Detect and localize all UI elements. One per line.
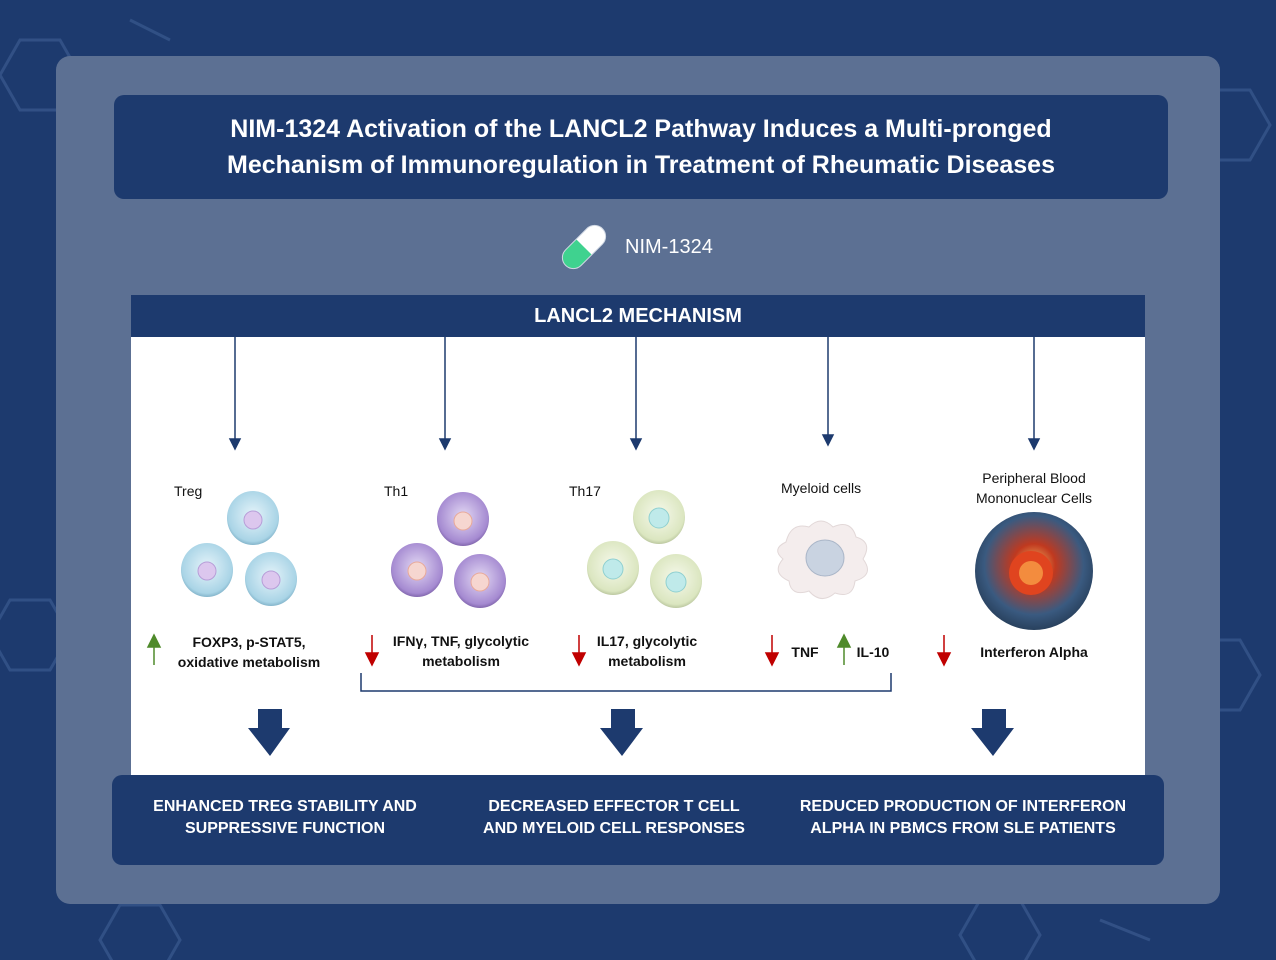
cell-label-th1: Th1 [384, 483, 409, 499]
effector-bracket [360, 673, 892, 692]
arrow-to-pbmc [1027, 337, 1041, 451]
effect-pbmc: Interferon Alpha [980, 644, 1088, 660]
page-title: NIM-1324 Activation of the LANCL2 Pathwa… [114, 95, 1168, 199]
outcome-treg-line-2: SUPPRESSIVE FUNCTION [184, 820, 386, 837]
effect-myeloid-il10: IL-10 [856, 644, 890, 660]
drug-row: NIM-1324 [555, 218, 713, 276]
arrow-to-myeloid [821, 337, 835, 447]
drug-label: NIM-1324 [625, 235, 713, 258]
title-line-1: NIM-1324 Activation of the LANCL2 Pathwa… [230, 115, 1052, 143]
down-arrow-th1 [364, 635, 380, 667]
th1-cell-cluster [391, 492, 506, 608]
effect-th17-line-1: IL17, glycolytic [596, 633, 698, 649]
effect-th17: IL17, glycolytic metabolism [587, 631, 707, 671]
pbmc-label-line-1: Peripheral Blood [982, 470, 1086, 486]
outcome-effector-line-1: DECREASED EFFECTOR T CELL [488, 798, 740, 815]
effect-th1-line-2: metabolism [422, 653, 500, 669]
title-line-2: Mechanism of Immunoregulation in Treatme… [227, 151, 1055, 179]
arrow-to-th17 [629, 337, 643, 451]
mechanism-body: Treg Th1 Th17 Myeloid cells Peripheral B… [131, 337, 1145, 777]
arrow-to-treg [228, 337, 242, 451]
effect-th1-line-1: IFNγ, TNF, glycolytic [392, 633, 530, 649]
effect-th17-line-2: metabolism [608, 653, 686, 669]
effect-treg-line-2: oxidative metabolism [177, 654, 321, 670]
outcome-arrow-3 [971, 709, 1014, 756]
capsule-icon [561, 224, 607, 270]
outcome-interferon-line-2: ALPHA IN PBMCS FROM SLE PATIENTS [810, 820, 1116, 837]
down-arrow-tnf [764, 635, 780, 667]
pbmc-label-line-2: Mononuclear Cells [976, 490, 1092, 506]
effect-treg: FOXP3, p-STAT5, oxidative metabolism [167, 632, 331, 672]
outcome-treg-line-1: ENHANCED TREG STABILITY AND [153, 798, 417, 815]
pbmc-image [975, 512, 1093, 630]
mechanism-header: LANCL2 MECHANISM [131, 295, 1145, 337]
up-arrow-treg [146, 633, 162, 665]
effect-myeloid-tnf: TNF [791, 644, 819, 660]
effect-treg-line-1: FOXP3, p-STAT5, [192, 634, 306, 650]
down-arrow-pbmc [936, 635, 952, 667]
up-arrow-il10 [836, 633, 852, 665]
effect-arrows [146, 633, 952, 667]
pathway-arrows [228, 337, 1041, 756]
down-arrow-th17 [571, 635, 587, 667]
cell-label-myeloid: Myeloid cells [781, 480, 862, 496]
effect-th1: IFNγ, TNF, glycolytic metabolism [383, 631, 539, 671]
outcome-interferon-line-1: REDUCED PRODUCTION OF INTERFERON [799, 798, 1127, 815]
cell-label-th17: Th17 [569, 483, 601, 499]
treg-cell-cluster [181, 491, 297, 606]
outcome-effector: DECREASED EFFECTOR T CELL AND MYELOID CE… [464, 796, 764, 840]
th17-cell-cluster [587, 490, 702, 608]
cell-label-pbmc: Peripheral Blood Mononuclear Cells [964, 468, 1104, 508]
outcome-effector-line-2: AND MYELOID CELL RESPONSES [483, 820, 745, 837]
outcomes-box: ENHANCED TREG STABILITY AND SUPPRESSIVE … [112, 775, 1164, 865]
myeloid-cell [777, 520, 868, 599]
outcome-treg: ENHANCED TREG STABILITY AND SUPPRESSIVE … [134, 796, 436, 840]
outcome-interferon: REDUCED PRODUCTION OF INTERFERON ALPHA I… [790, 796, 1136, 840]
cell-label-treg: Treg [174, 483, 203, 499]
outcome-arrow-2 [600, 709, 643, 756]
outcome-arrow-1 [248, 709, 290, 756]
cell-illustrations [181, 490, 1093, 630]
arrow-to-th1 [438, 337, 452, 451]
